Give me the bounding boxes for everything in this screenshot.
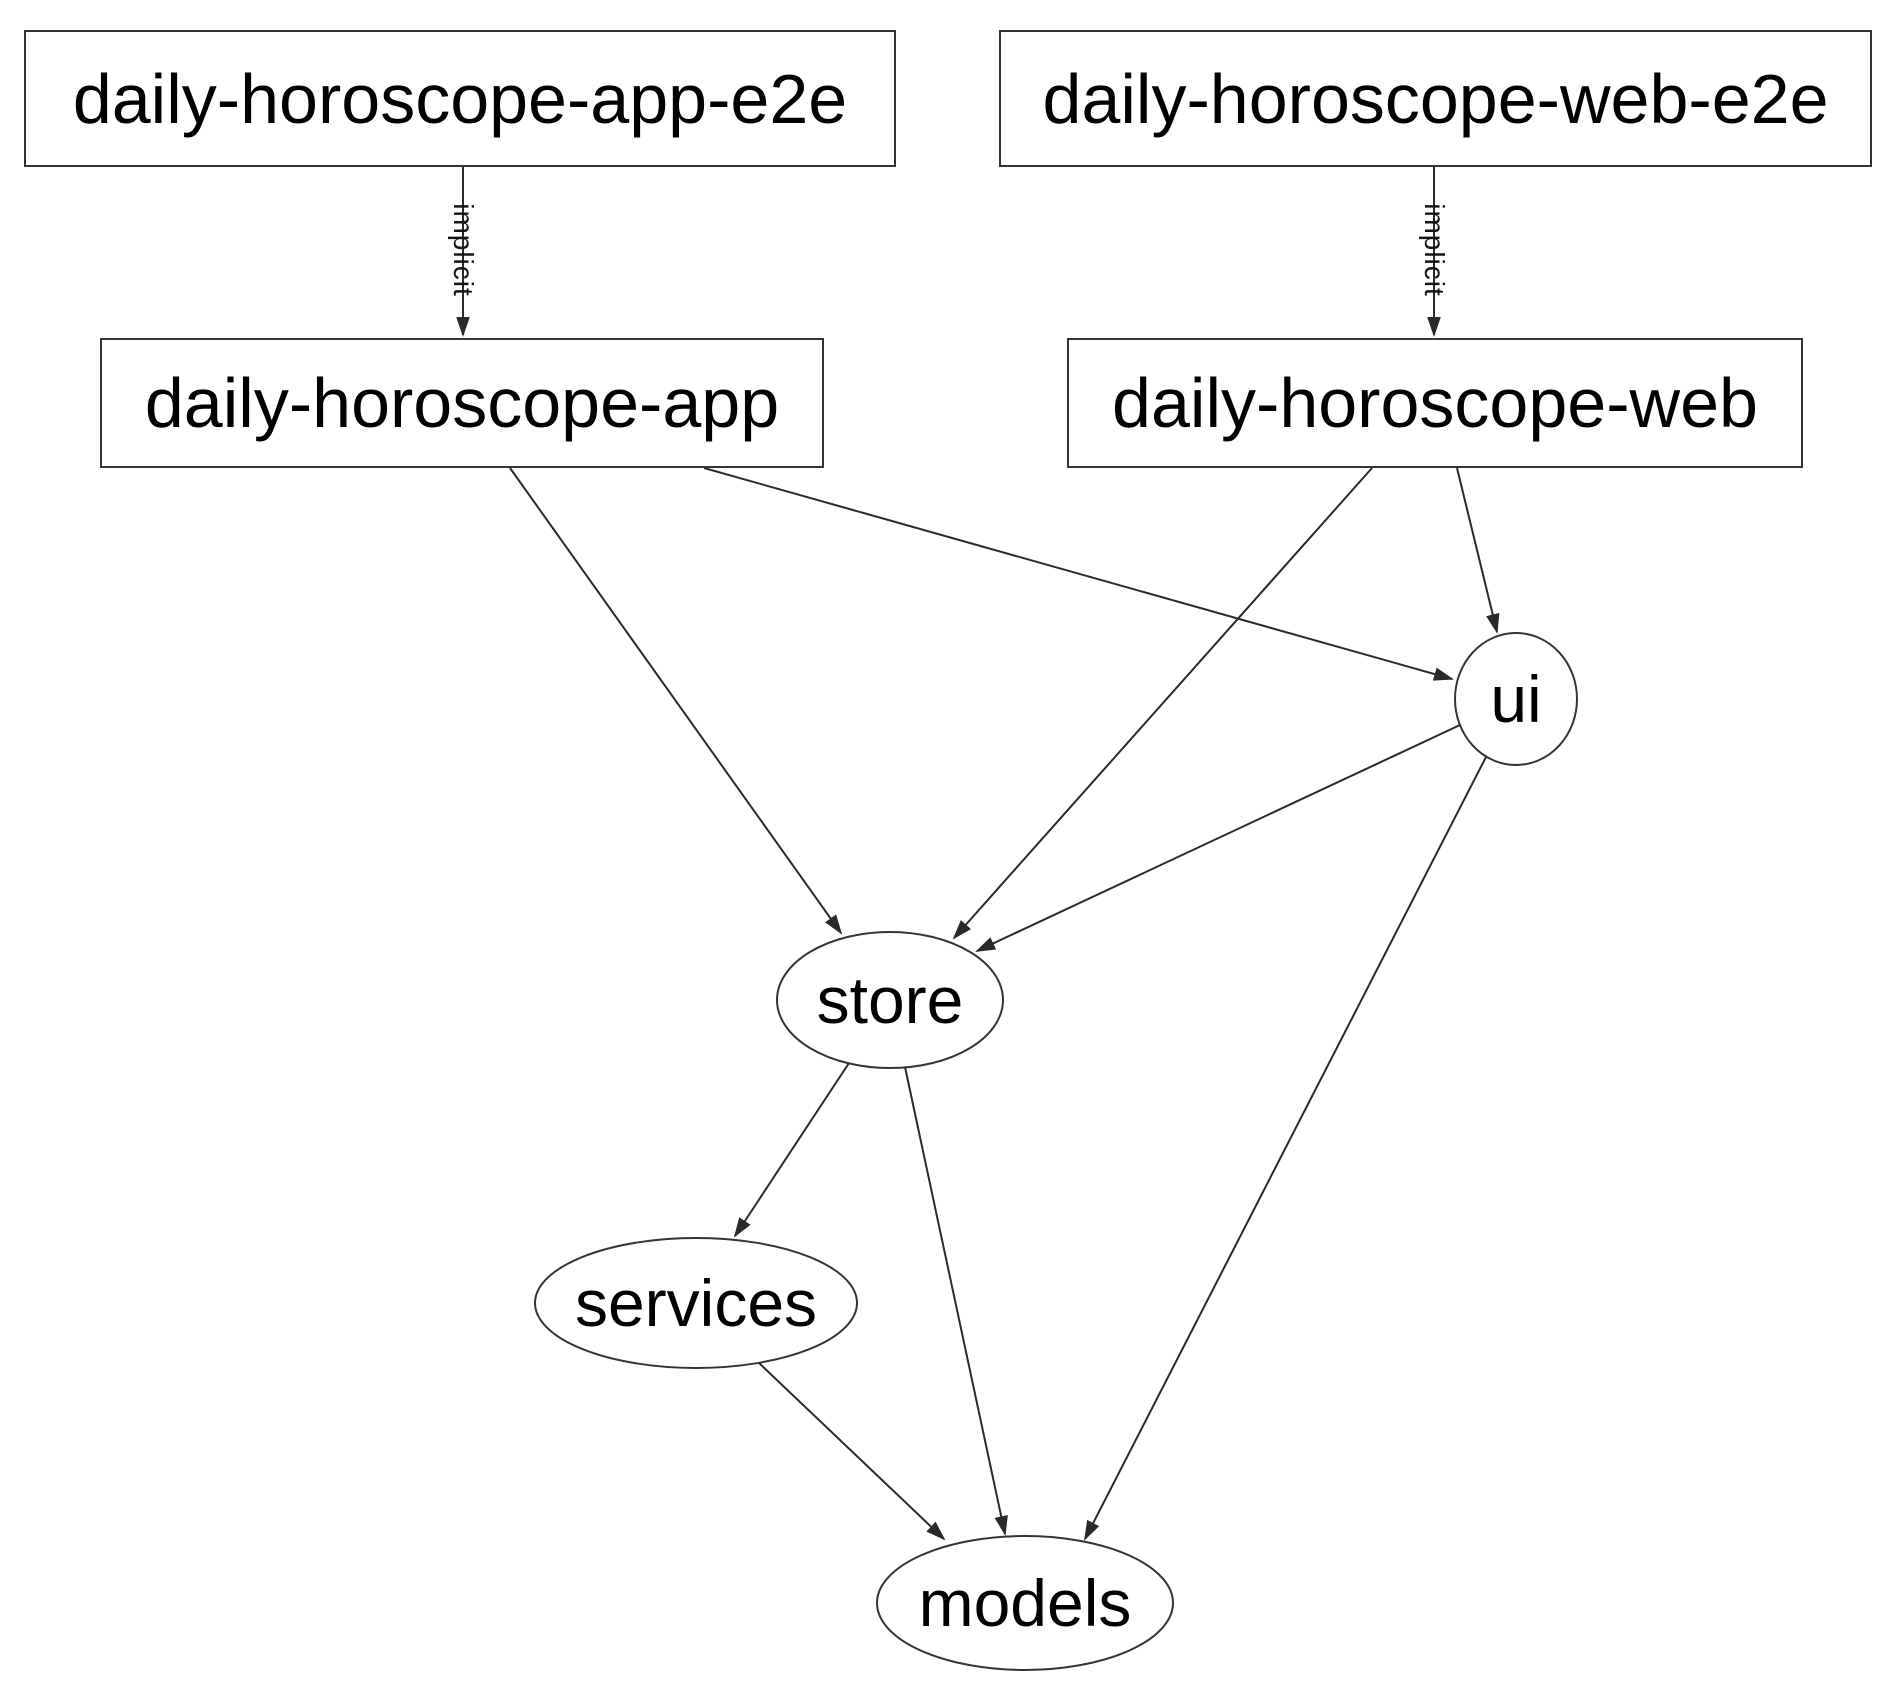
node-models[interactable]: [876, 1535, 1174, 1671]
edge-app-to-store: [509, 467, 843, 935]
node-store[interactable]: [776, 931, 1004, 1069]
edge-app-to-ui: [703, 467, 1454, 681]
node-daily-horoscope-app-e2e[interactable]: [24, 30, 896, 167]
edge-store-to-models: [904, 1066, 1008, 1536]
node-ui[interactable]: [1454, 632, 1578, 766]
node-daily-horoscope-web[interactable]: [1067, 338, 1803, 468]
node-daily-horoscope-web-e2e[interactable]: [999, 30, 1872, 167]
edge-ui-to-store: [975, 724, 1461, 952]
edge-web-to-store: [952, 467, 1373, 940]
node-services[interactable]: [534, 1237, 858, 1369]
edge-web-to-ui: [1456, 467, 1500, 634]
edge-ui-to-models: [1084, 756, 1487, 1541]
edge-services-to-models: [758, 1362, 946, 1541]
node-daily-horoscope-app[interactable]: [100, 338, 824, 468]
edge-store-to-services: [733, 1062, 850, 1238]
